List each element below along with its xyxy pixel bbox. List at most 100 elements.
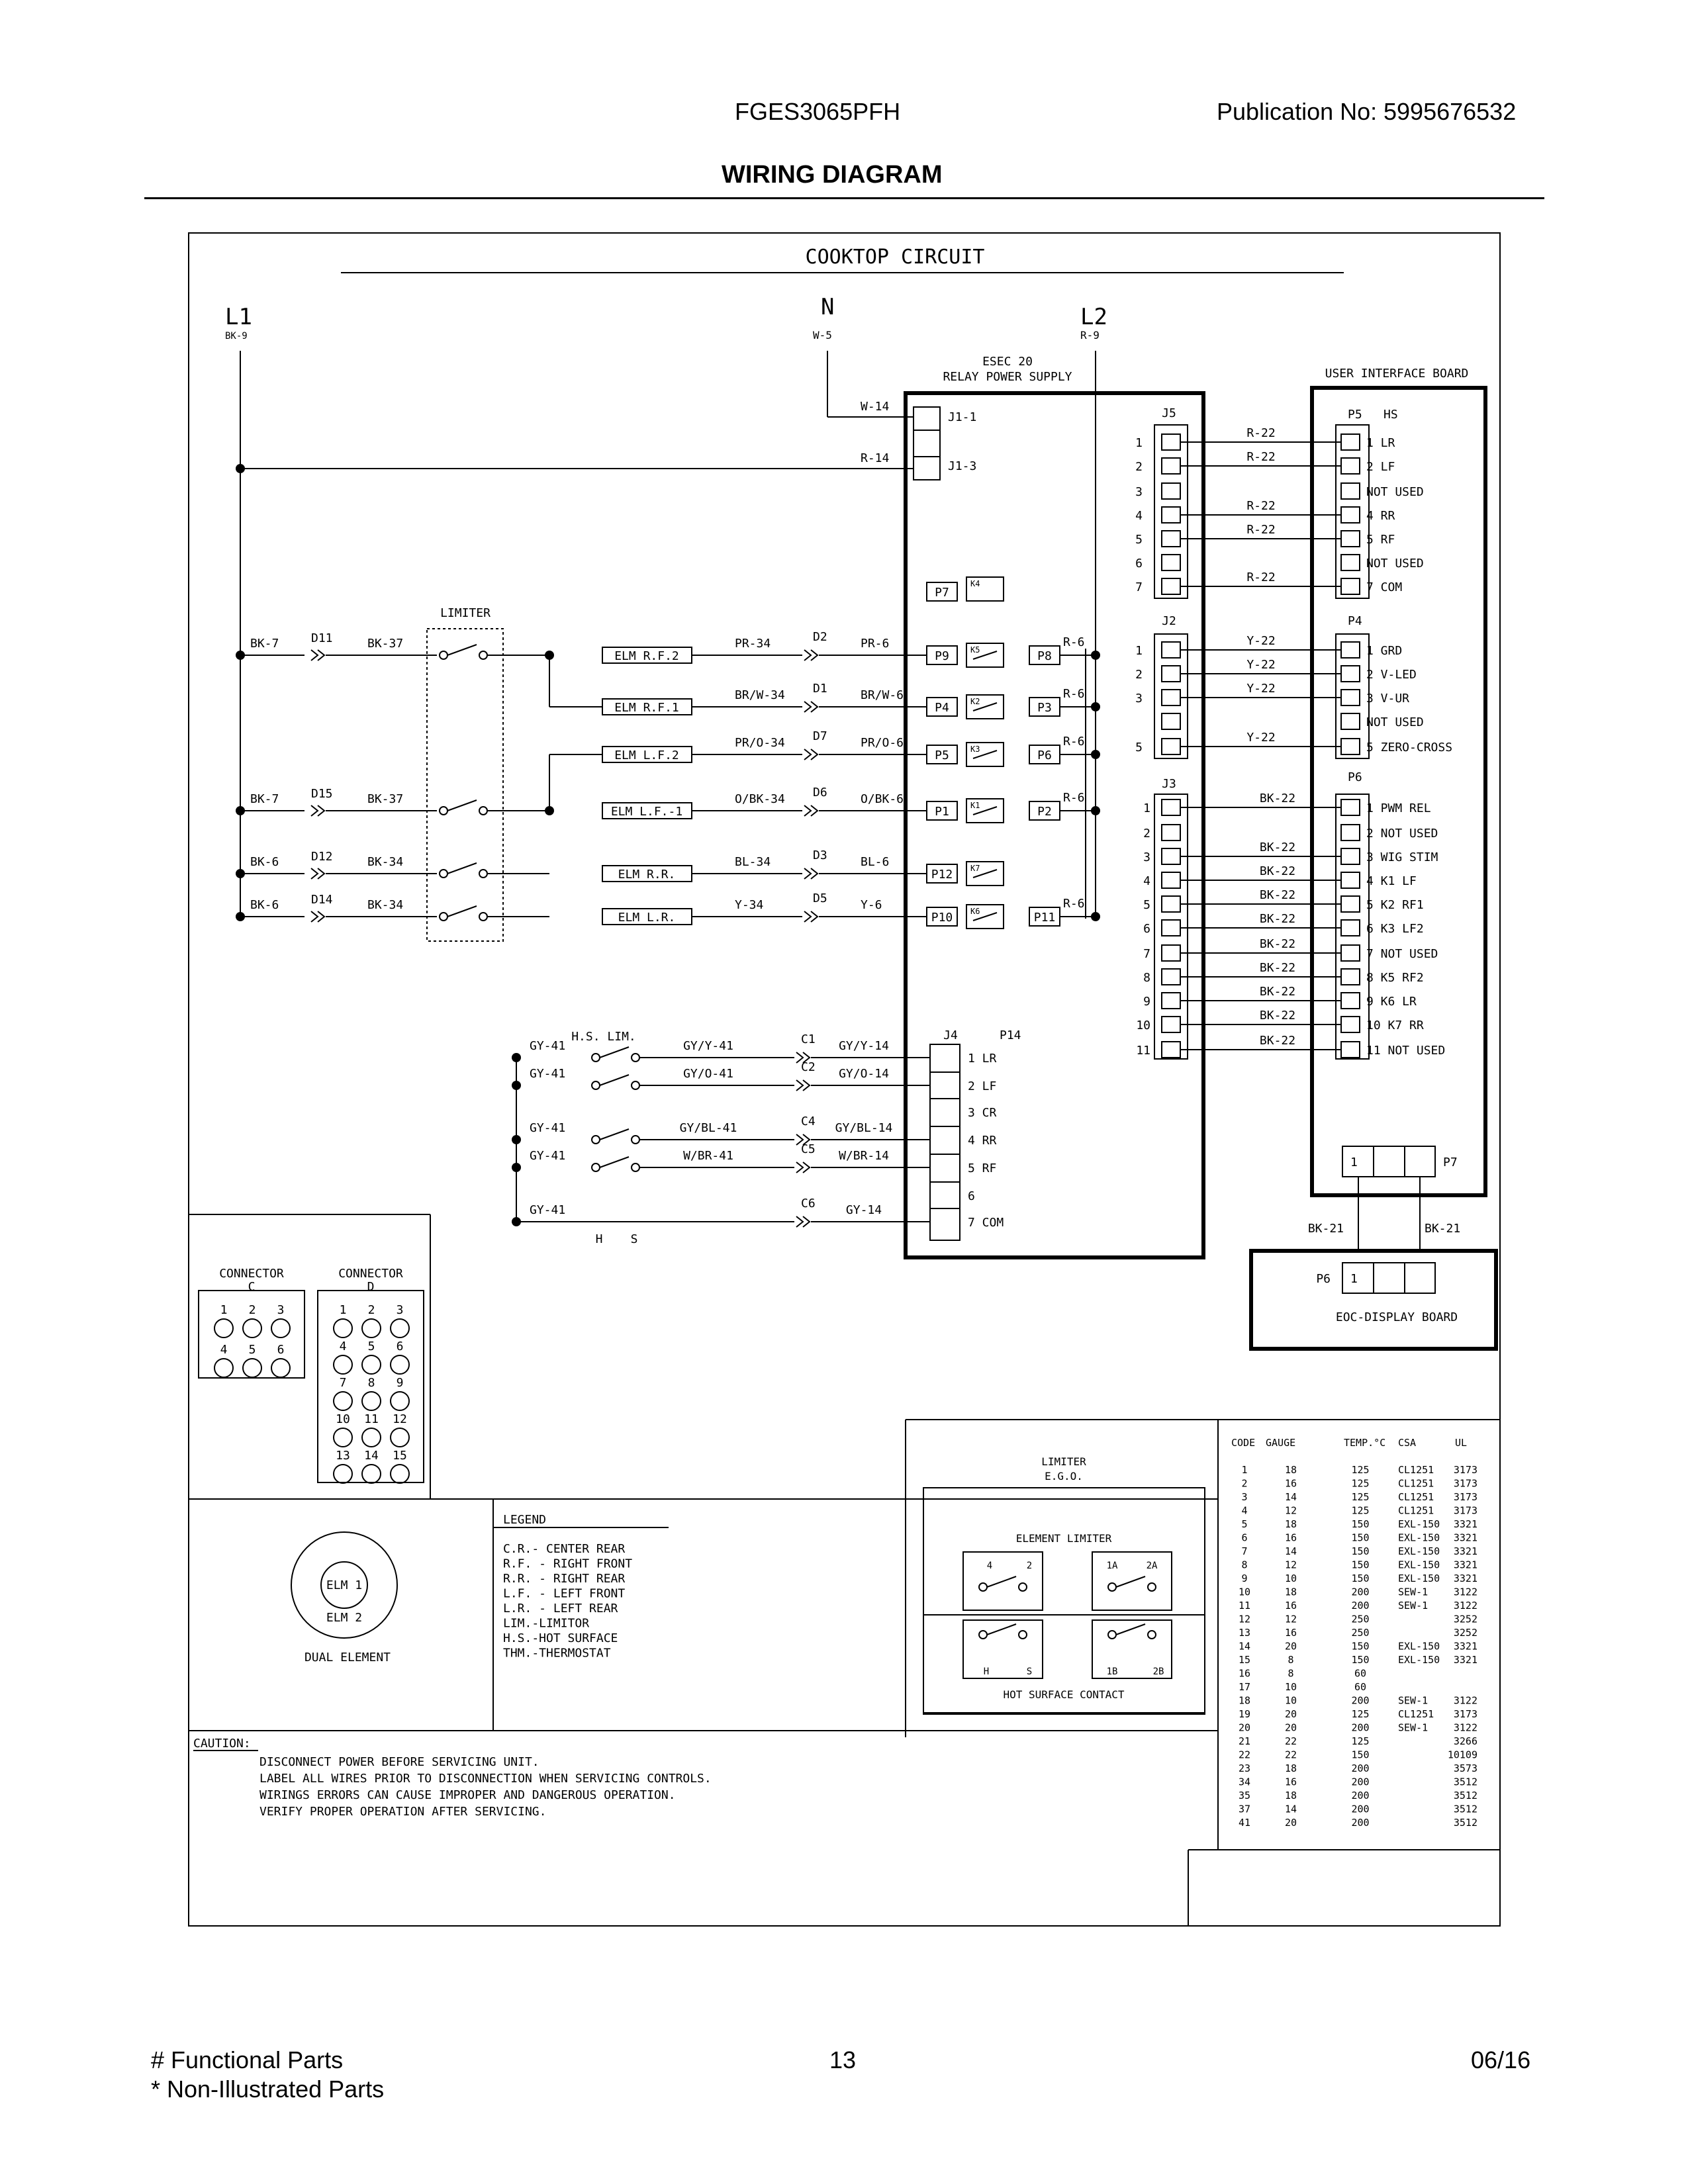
- p6-connector: [1335, 794, 1370, 1060]
- wire-label: PR/O-34: [735, 736, 785, 750]
- code-table-cell: 10109: [1448, 1749, 1477, 1761]
- wire-label: GY-41: [530, 1149, 565, 1163]
- j5-pin-number: 3: [1135, 485, 1143, 499]
- j5-pin-number: 2: [1135, 460, 1143, 474]
- relay-label: K2: [970, 697, 980, 706]
- relay-coil: [966, 798, 1004, 823]
- connector-d-pin: [390, 1318, 410, 1338]
- code-table-cell: EXL-150: [1398, 1654, 1440, 1666]
- hs-switch-contact-a: [591, 1081, 600, 1090]
- connector-chevron: [796, 1079, 811, 1091]
- j5-pin: [1161, 433, 1181, 451]
- code-table-cell: 200: [1351, 1817, 1369, 1829]
- code-table-cell: 3122: [1454, 1695, 1477, 1707]
- connector-d-pin: [333, 1318, 353, 1338]
- hot-surface-switch-contact-b: [1147, 1630, 1156, 1639]
- junction-dot: [512, 1053, 521, 1062]
- relay-pin-box: [926, 645, 958, 665]
- connector-chevron: [804, 649, 819, 661]
- code-table-cell: 18: [1285, 1464, 1297, 1476]
- hot-pin: S: [1027, 1666, 1032, 1677]
- code-table-cell: 150: [1351, 1518, 1369, 1530]
- legend-title: LEGEND: [503, 1513, 546, 1527]
- j5-pin: [1161, 482, 1181, 500]
- p4-pin: [1340, 713, 1360, 730]
- p6-pin-label: 7 NOT USED: [1366, 947, 1438, 961]
- code-table-cell: 14: [1285, 1491, 1297, 1503]
- connector-d-pin-number: 10: [336, 1412, 350, 1426]
- p6-pin: [1340, 799, 1360, 816]
- relay-pin-label: P10: [931, 911, 953, 925]
- j3-pin: [1161, 848, 1181, 865]
- model-number: FGES3065PFH: [735, 98, 901, 125]
- relay-label: K7: [970, 864, 980, 873]
- code-table-cell: 125: [1351, 1464, 1369, 1476]
- p4-pin-label: NOT USED: [1366, 715, 1424, 729]
- diode-label: D15: [311, 787, 333, 801]
- p5-pin-label: 1 LR: [1366, 436, 1395, 450]
- p6-label: P6: [1348, 770, 1362, 784]
- element-label: ELM R.F.2: [614, 649, 679, 663]
- connector-c-title: CONNECTOR: [219, 1267, 284, 1281]
- p5-pin: [1340, 482, 1360, 500]
- wire-label: BK-22: [1260, 841, 1295, 854]
- junction-dot: [512, 1163, 521, 1172]
- code-table-cell: 3173: [1454, 1464, 1477, 1476]
- eoc-pin1: 1: [1350, 1272, 1358, 1286]
- code-table-cell: 150: [1351, 1532, 1369, 1544]
- diode-label: D7: [813, 729, 827, 743]
- j2-pin-number: 2: [1135, 668, 1143, 682]
- j5-pin-number: 5: [1135, 533, 1143, 547]
- p5-pin-label: NOT USED: [1366, 485, 1424, 499]
- p4-pin-label: 3 V-UR: [1366, 692, 1409, 705]
- limiter-pin: 2A: [1147, 1561, 1158, 1571]
- code-table-cell: 125: [1351, 1478, 1369, 1490]
- header-rule: [144, 197, 1544, 199]
- connector-d-pin: [390, 1391, 410, 1411]
- code-table-cell: 10: [1285, 1695, 1297, 1707]
- code-table-cell: 200: [1351, 1586, 1369, 1598]
- j1-wire: R-14: [861, 451, 889, 465]
- junction-dot: [545, 806, 554, 815]
- publication-label: Publication No:: [1217, 98, 1378, 125]
- code-table-cell: 200: [1351, 1803, 1369, 1815]
- connector-d-title: CONNECTOR: [338, 1267, 403, 1281]
- hs-switch-contact-a: [591, 1163, 600, 1172]
- l2-wire-label: R-9: [1080, 329, 1100, 341]
- wire-label: R-6: [1063, 791, 1085, 805]
- code-table-cell: 200: [1351, 1722, 1369, 1734]
- hot-surface-switch-blade: [1115, 1623, 1146, 1635]
- user-interface-board: [1310, 386, 1487, 1197]
- code-table-cell: 16: [1285, 1532, 1297, 1544]
- code-table-cell: 3512: [1454, 1817, 1477, 1829]
- code-table-cell: 16: [1285, 1478, 1297, 1490]
- code-table-cell: 14: [1239, 1641, 1250, 1653]
- code-table-cell: 3321: [1454, 1559, 1477, 1571]
- j3-pin: [1161, 1041, 1181, 1058]
- code-table-cell: 16: [1285, 1600, 1297, 1612]
- relay-pin-label: P5: [935, 749, 949, 762]
- hot-surface-label: HOT SURFACE CONTACT: [1003, 1688, 1124, 1701]
- connector-c-sub: C: [248, 1280, 256, 1294]
- relay-coil: [966, 694, 1004, 719]
- j3-pin-number: 10: [1136, 1019, 1150, 1032]
- caution-line: WIRINGS ERRORS CAN CAUSE IMPROPER AND DA…: [259, 1788, 676, 1802]
- j5-pin: [1161, 554, 1181, 571]
- p6-pin: [1340, 1041, 1360, 1058]
- j3-pin-number: 8: [1143, 971, 1150, 985]
- code-table-cell: 3122: [1454, 1722, 1477, 1734]
- connector-d-pin: [361, 1391, 381, 1411]
- limiter-box-title2: E.G.O.: [1045, 1470, 1083, 1482]
- code-table-cell: SEW-1: [1398, 1695, 1428, 1707]
- connector-chevron: [310, 911, 326, 923]
- diode-label: D11: [311, 631, 333, 645]
- j3-pin-number: 9: [1143, 995, 1150, 1009]
- code-table-cell: 23: [1239, 1762, 1250, 1774]
- j3-pin: [1161, 919, 1181, 936]
- p6-pin: [1340, 944, 1360, 962]
- j3-pin-number: 2: [1143, 827, 1150, 841]
- element-label: ELM R.R.: [618, 868, 676, 882]
- code-table-cell: 8: [1241, 1559, 1247, 1571]
- p6-pin: [1340, 992, 1360, 1009]
- wire-label: BK-22: [1260, 888, 1295, 902]
